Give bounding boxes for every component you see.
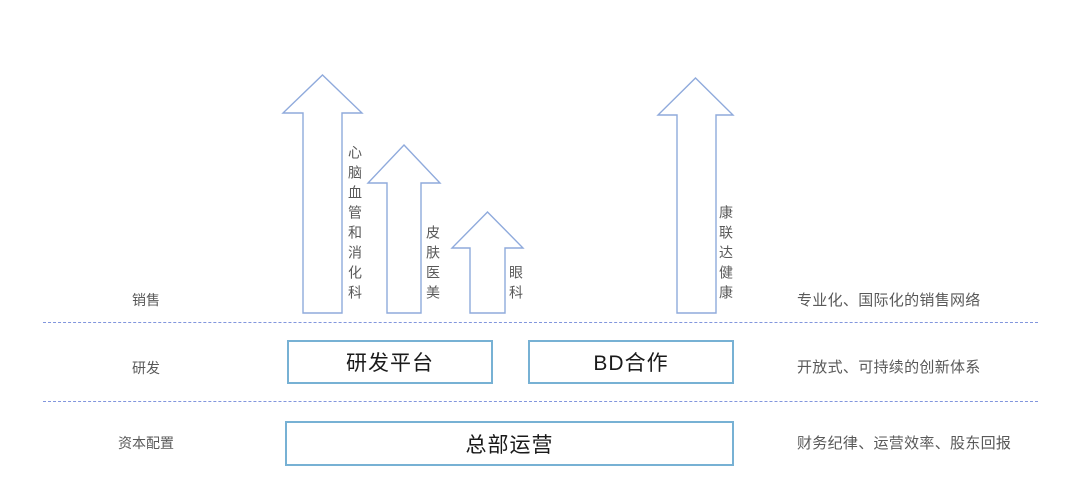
box-label: 总部运营 (465, 433, 554, 457)
arrow-label: 心脑血管和消化科 (347, 145, 363, 305)
row-description-sales: 专业化、国际化的销售网络 (797, 292, 981, 309)
up-arrow-shape (281, 74, 364, 314)
row-divider (43, 322, 1038, 323)
box-bd-cooperation: BD合作 (528, 340, 734, 384)
arrow-label: 康联达健康 (718, 205, 734, 305)
up-arrow-shape (656, 77, 735, 314)
box-hq-operations: 总部运营 (285, 421, 734, 466)
arrow-label: 皮肤医美 (425, 225, 441, 305)
up-arrow-shape (366, 143, 442, 314)
box-label: 研发平台 (346, 352, 434, 375)
row-label-rd: 研发 (132, 360, 160, 376)
arrow-kanglianda-health: 康联达健康 (656, 77, 735, 314)
row-divider (43, 401, 1038, 402)
arrow-skin-aesthetics: 皮肤医美 (366, 143, 442, 314)
arrow-label: 眼科 (508, 265, 524, 305)
row-description-rd: 开放式、可持续的创新体系 (797, 359, 981, 376)
arrow-cardio-gastro: 心脑血管和消化科 (281, 74, 364, 314)
row-label-capital-allocation: 资本配置 (118, 435, 174, 451)
up-arrow-shape (450, 211, 525, 314)
box-label: BD合作 (593, 352, 669, 375)
row-description-capital-allocation: 财务纪律、运营效率、股东回报 (797, 435, 1012, 452)
arrow-ophthalmology: 眼科 (450, 211, 525, 314)
row-label-sales: 销售 (132, 292, 160, 308)
box-rd-platform: 研发平台 (287, 340, 493, 384)
